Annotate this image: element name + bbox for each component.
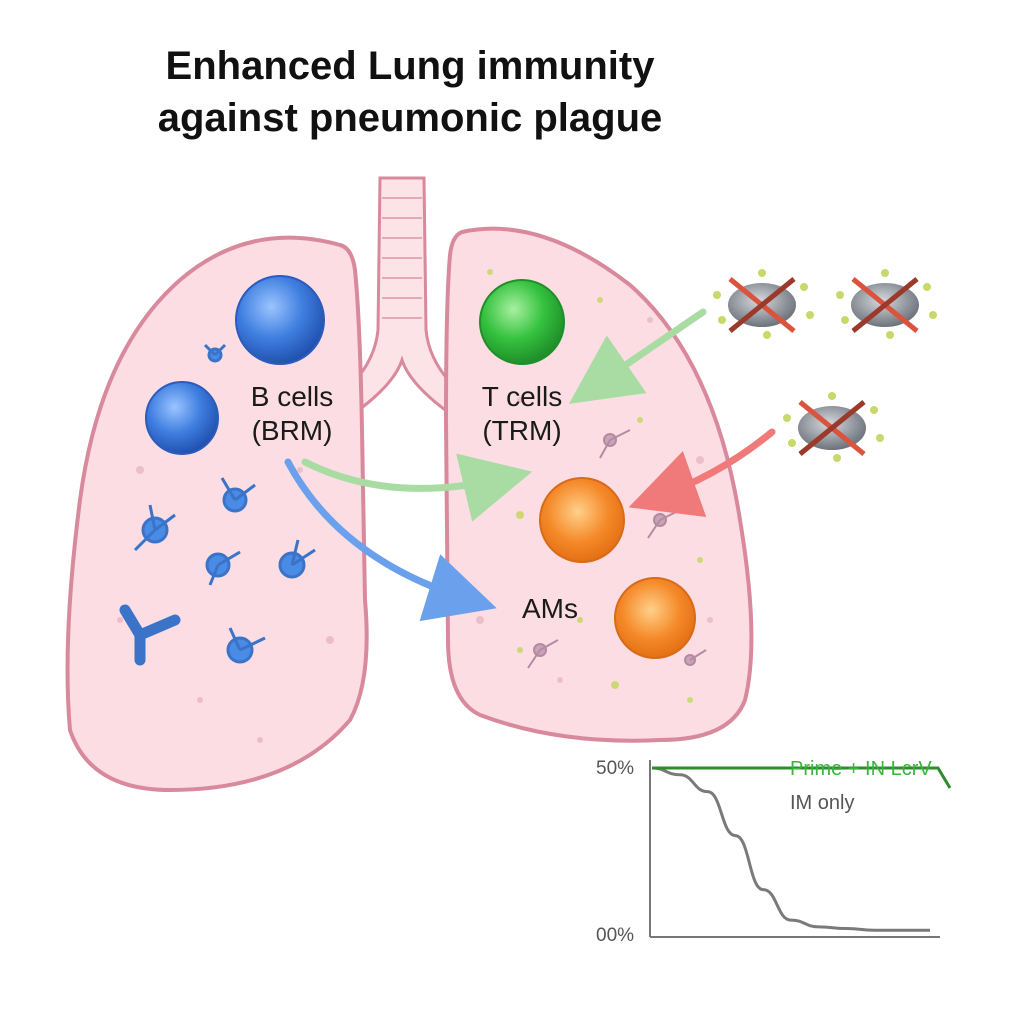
b-cell (145, 381, 219, 455)
legend-leader-line (930, 766, 952, 789)
b-cells-label-line1: B cells (250, 381, 334, 412)
tissue-specks (117, 317, 713, 743)
b-cells-label: B cells (BRM) (232, 380, 352, 448)
alveolar-macrophage (539, 477, 625, 563)
arrow-b-to-ams (284, 458, 497, 622)
bacteria-crossed-out-icon (713, 269, 814, 339)
left-lung-small-cells (133, 343, 316, 664)
t-cell (479, 279, 565, 365)
b-cell (235, 275, 325, 365)
legend-im-only: IM only (790, 792, 855, 814)
arrow-bacteria-to-am (628, 428, 776, 517)
series-im-only-line (651, 766, 930, 932)
right-lung-cells (527, 429, 707, 669)
ams-label: AMs (522, 593, 578, 624)
bacteria-crossed-out-icon (783, 392, 884, 462)
t-cells-label-line2: (TRM) (482, 415, 562, 446)
b-cells-label-line2: (BRM) (251, 415, 333, 446)
trachea (331, 176, 473, 417)
title-line-2: against pneumonic plague (157, 96, 663, 140)
t-cells-label-line1: T cells (481, 381, 563, 412)
title-line-1: Enhanced Lung immunity (165, 44, 655, 88)
y-tick-bottom: 00% (596, 925, 635, 946)
antibody-y-icon (119, 604, 181, 666)
figure-title: Enhanced Lung immunity against pneumonic… (100, 40, 720, 144)
bacteria-crossed-out-icon (836, 269, 937, 339)
legend-prime-in-lcrv: Prime + IN LcrV (790, 758, 932, 780)
alveolar-macrophage (614, 577, 696, 659)
arrow-bacteria-to-t (568, 308, 707, 404)
t-cells-label: T cells (TRM) (462, 380, 582, 448)
arrow-b-to-t (301, 453, 533, 522)
y-tick-top: 50% (596, 758, 635, 779)
